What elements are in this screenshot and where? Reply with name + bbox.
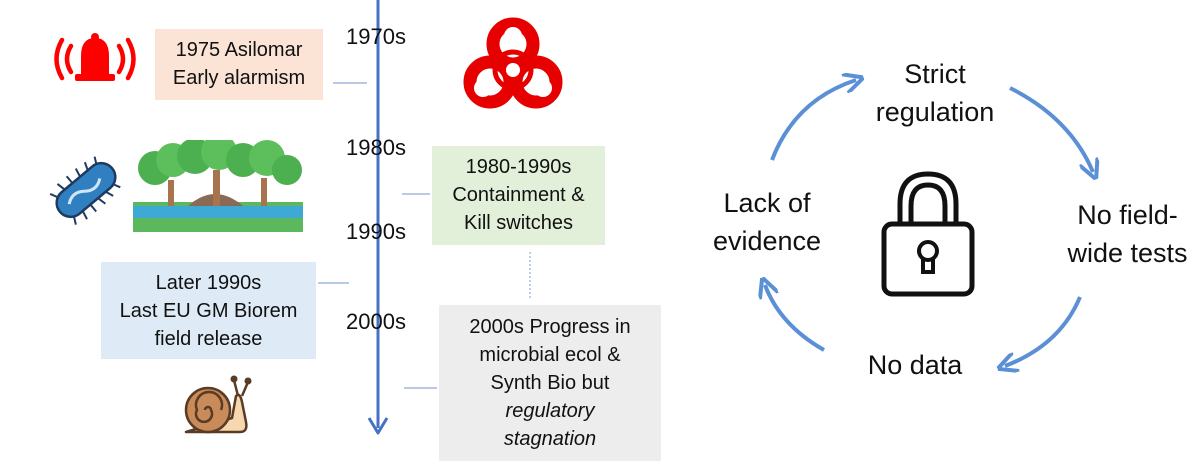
event-box-2000s: 2000s Progress in microbial ecol & Synth… [439, 305, 661, 461]
event-line: field release [154, 328, 263, 350]
cycle-line: No data [867, 350, 963, 380]
decade-label-1990s: 1990s [346, 219, 406, 244]
cycle-line: Lack of [723, 188, 811, 218]
cycle-line: regulation [875, 97, 995, 127]
decade-label-2000s: 2000s [346, 309, 406, 334]
event-line: Later 1990s [155, 272, 262, 294]
cycle-label-lack-of-evidence: Lack of evidence [692, 184, 842, 260]
event-line: Containment & [452, 184, 585, 206]
decade-label-1980s: 1980s [346, 135, 406, 160]
cycle-label-no-field-wide-tests: No field- wide tests [1055, 196, 1200, 272]
alarm-bell-icon [54, 33, 136, 81]
event-line: Early alarmism [172, 67, 306, 89]
event-line: Last EU GM Biorem [119, 300, 298, 322]
cycle-arrow-bottom-right [1005, 296, 1082, 366]
event-line: 1980-1990s [465, 156, 572, 178]
cycle-line: wide tests [1067, 238, 1188, 268]
cycle-line: evidence [712, 226, 822, 256]
decade-label-1970s: 1970s [346, 24, 406, 49]
event-line-italic: regulatory [505, 400, 595, 422]
event-line: Kill switches [464, 212, 573, 234]
cycle-label-strict-regulation: Strict regulation [855, 55, 1015, 131]
bacterium-icon [49, 156, 121, 225]
cycle-arrow-top-left [770, 80, 856, 161]
biohazard-icon [463, 17, 563, 109]
event-box-asilomar: 1975 Asilomar Early alarmism [155, 29, 323, 100]
event-line: 1975 Asilomar [175, 39, 303, 61]
event-box-later-1990s: Later 1990s Last EU GM Biorem field rele… [101, 262, 316, 359]
cycle-arrow-bottom-left [765, 285, 825, 352]
forest-icon [133, 140, 303, 232]
padlock-icon [881, 171, 975, 297]
cycle-label-no-data: No data [850, 346, 980, 384]
cycle-line: No field- [1077, 200, 1178, 230]
event-line: microbial ecol & [479, 344, 621, 366]
event-line: Synth Bio but [490, 372, 610, 394]
event-box-containment: 1980-1990s Containment & Kill switches [432, 146, 605, 245]
snail-icon [184, 375, 252, 434]
event-line-italic: stagnation [503, 428, 597, 450]
event-line: 2000s Progress in [469, 316, 631, 338]
cycle-arrow-top-right [1009, 86, 1093, 172]
timeline-arrowhead [367, 417, 389, 435]
cycle-line: Strict [904, 59, 966, 89]
